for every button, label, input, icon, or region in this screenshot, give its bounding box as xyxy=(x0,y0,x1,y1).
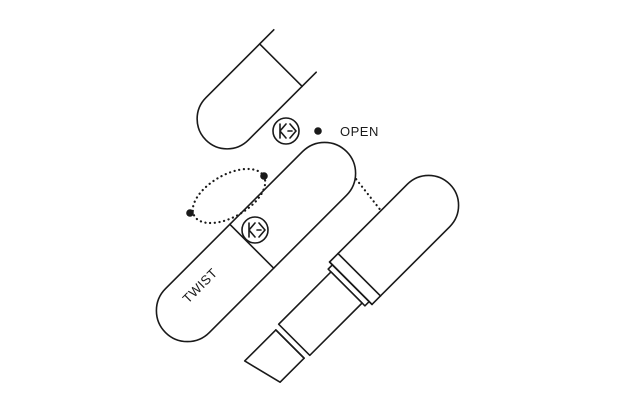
removed-cap-outline xyxy=(196,43,303,150)
open-lipstick-sleeve xyxy=(277,271,363,357)
kiko-logo-mark xyxy=(248,222,266,238)
twist-dot-left xyxy=(186,209,194,217)
open-lipstick xyxy=(243,174,460,384)
removed-cap xyxy=(196,28,318,150)
open-label: OPEN xyxy=(340,124,379,139)
kiko-logo-mark xyxy=(279,123,297,139)
open-start-dot xyxy=(314,127,322,135)
open-lipstick-collar-line xyxy=(328,252,382,306)
body-logo xyxy=(241,216,269,244)
cap-logo xyxy=(272,117,300,145)
removed-cap-rim xyxy=(258,28,318,88)
twist-dot-right xyxy=(260,172,268,180)
open-lipstick-bullet-seam xyxy=(275,329,305,359)
closed-lipstick-seam xyxy=(229,223,275,269)
open-lipstick-base xyxy=(328,174,460,306)
